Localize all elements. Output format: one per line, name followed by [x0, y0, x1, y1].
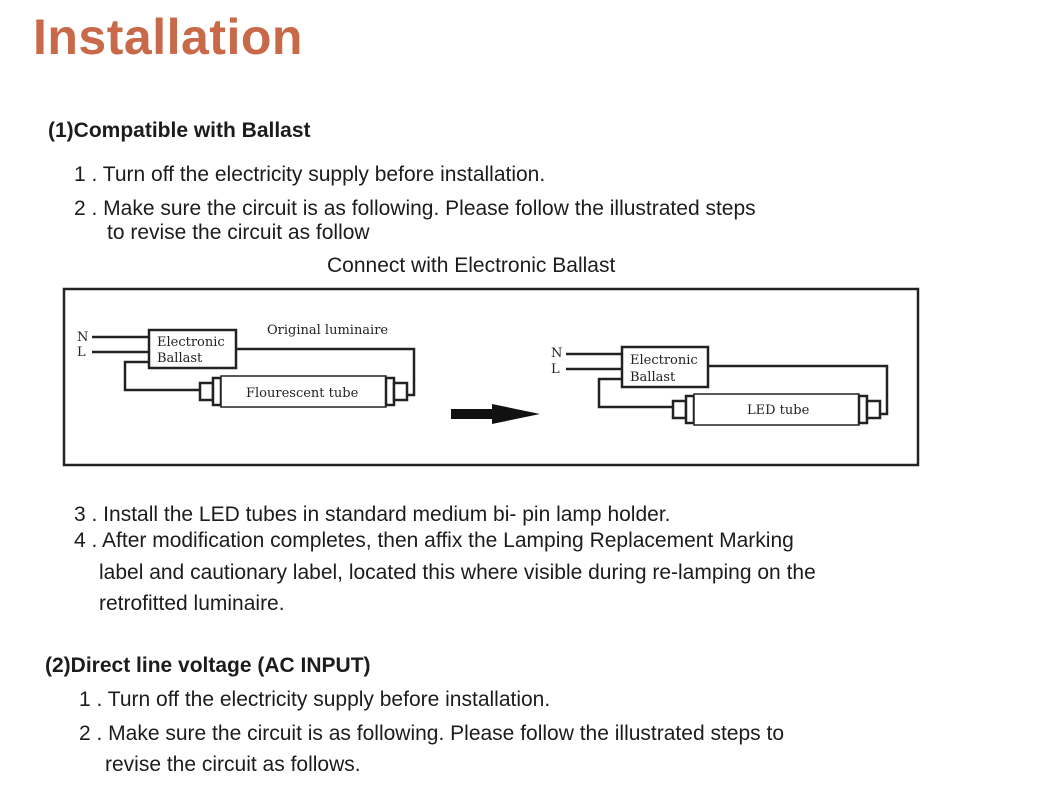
section-1-step-2: 2 . Make sure the circuit is as followin…: [74, 197, 756, 220]
section-1-step-4-line-3: retrofitted luminaire.: [99, 592, 285, 615]
after-l-label: L: [551, 362, 560, 377]
diagram-frame: [62, 287, 920, 467]
page-title: Installation: [33, 9, 303, 65]
before-ballast-line-1: Electronic: [157, 335, 225, 350]
before-l-label: L: [77, 345, 86, 360]
section-1-step-3: 3 . Install the LED tubes in standard me…: [74, 503, 671, 526]
section-2-step-1: 1 . Turn off the electricity supply befo…: [79, 688, 551, 711]
section-1-step-1: 1 . Turn off the electricity supply befo…: [74, 163, 546, 186]
after-ballast-line-2: Ballast: [630, 370, 676, 385]
section-1-step-4: 4 . After modification completes, then a…: [74, 529, 794, 552]
section-1-heading: (1)Compatible with Ballast: [48, 119, 311, 142]
fluorescent-tube-label: Flourescent tube: [246, 386, 359, 401]
before-circuit: [92, 328, 416, 408]
section-1-step-2-continued: to revise the circuit as follow: [107, 221, 370, 244]
led-tube-label: LED tube: [747, 403, 810, 418]
section-2-heading: (2)Direct line voltage (AC INPUT): [45, 654, 371, 677]
section-2-step-2: 2 . Make sure the circuit is as followin…: [79, 722, 784, 745]
before-n-label: N: [77, 330, 88, 345]
after-ballast-line-1: Electronic: [630, 353, 698, 368]
arrow-icon: [451, 404, 540, 424]
after-n-label: N: [551, 346, 562, 361]
after-circuit: [566, 345, 889, 426]
section-1-step-4-line-2: label and cautionary label, located this…: [99, 561, 816, 584]
diagram-caption: Connect with Electronic Ballast: [327, 254, 616, 277]
original-luminaire-label: Original luminaire: [267, 323, 388, 338]
before-ballast-line-2: Ballast: [157, 351, 203, 366]
section-2-step-2-continued: revise the circuit as follows.: [105, 753, 361, 776]
